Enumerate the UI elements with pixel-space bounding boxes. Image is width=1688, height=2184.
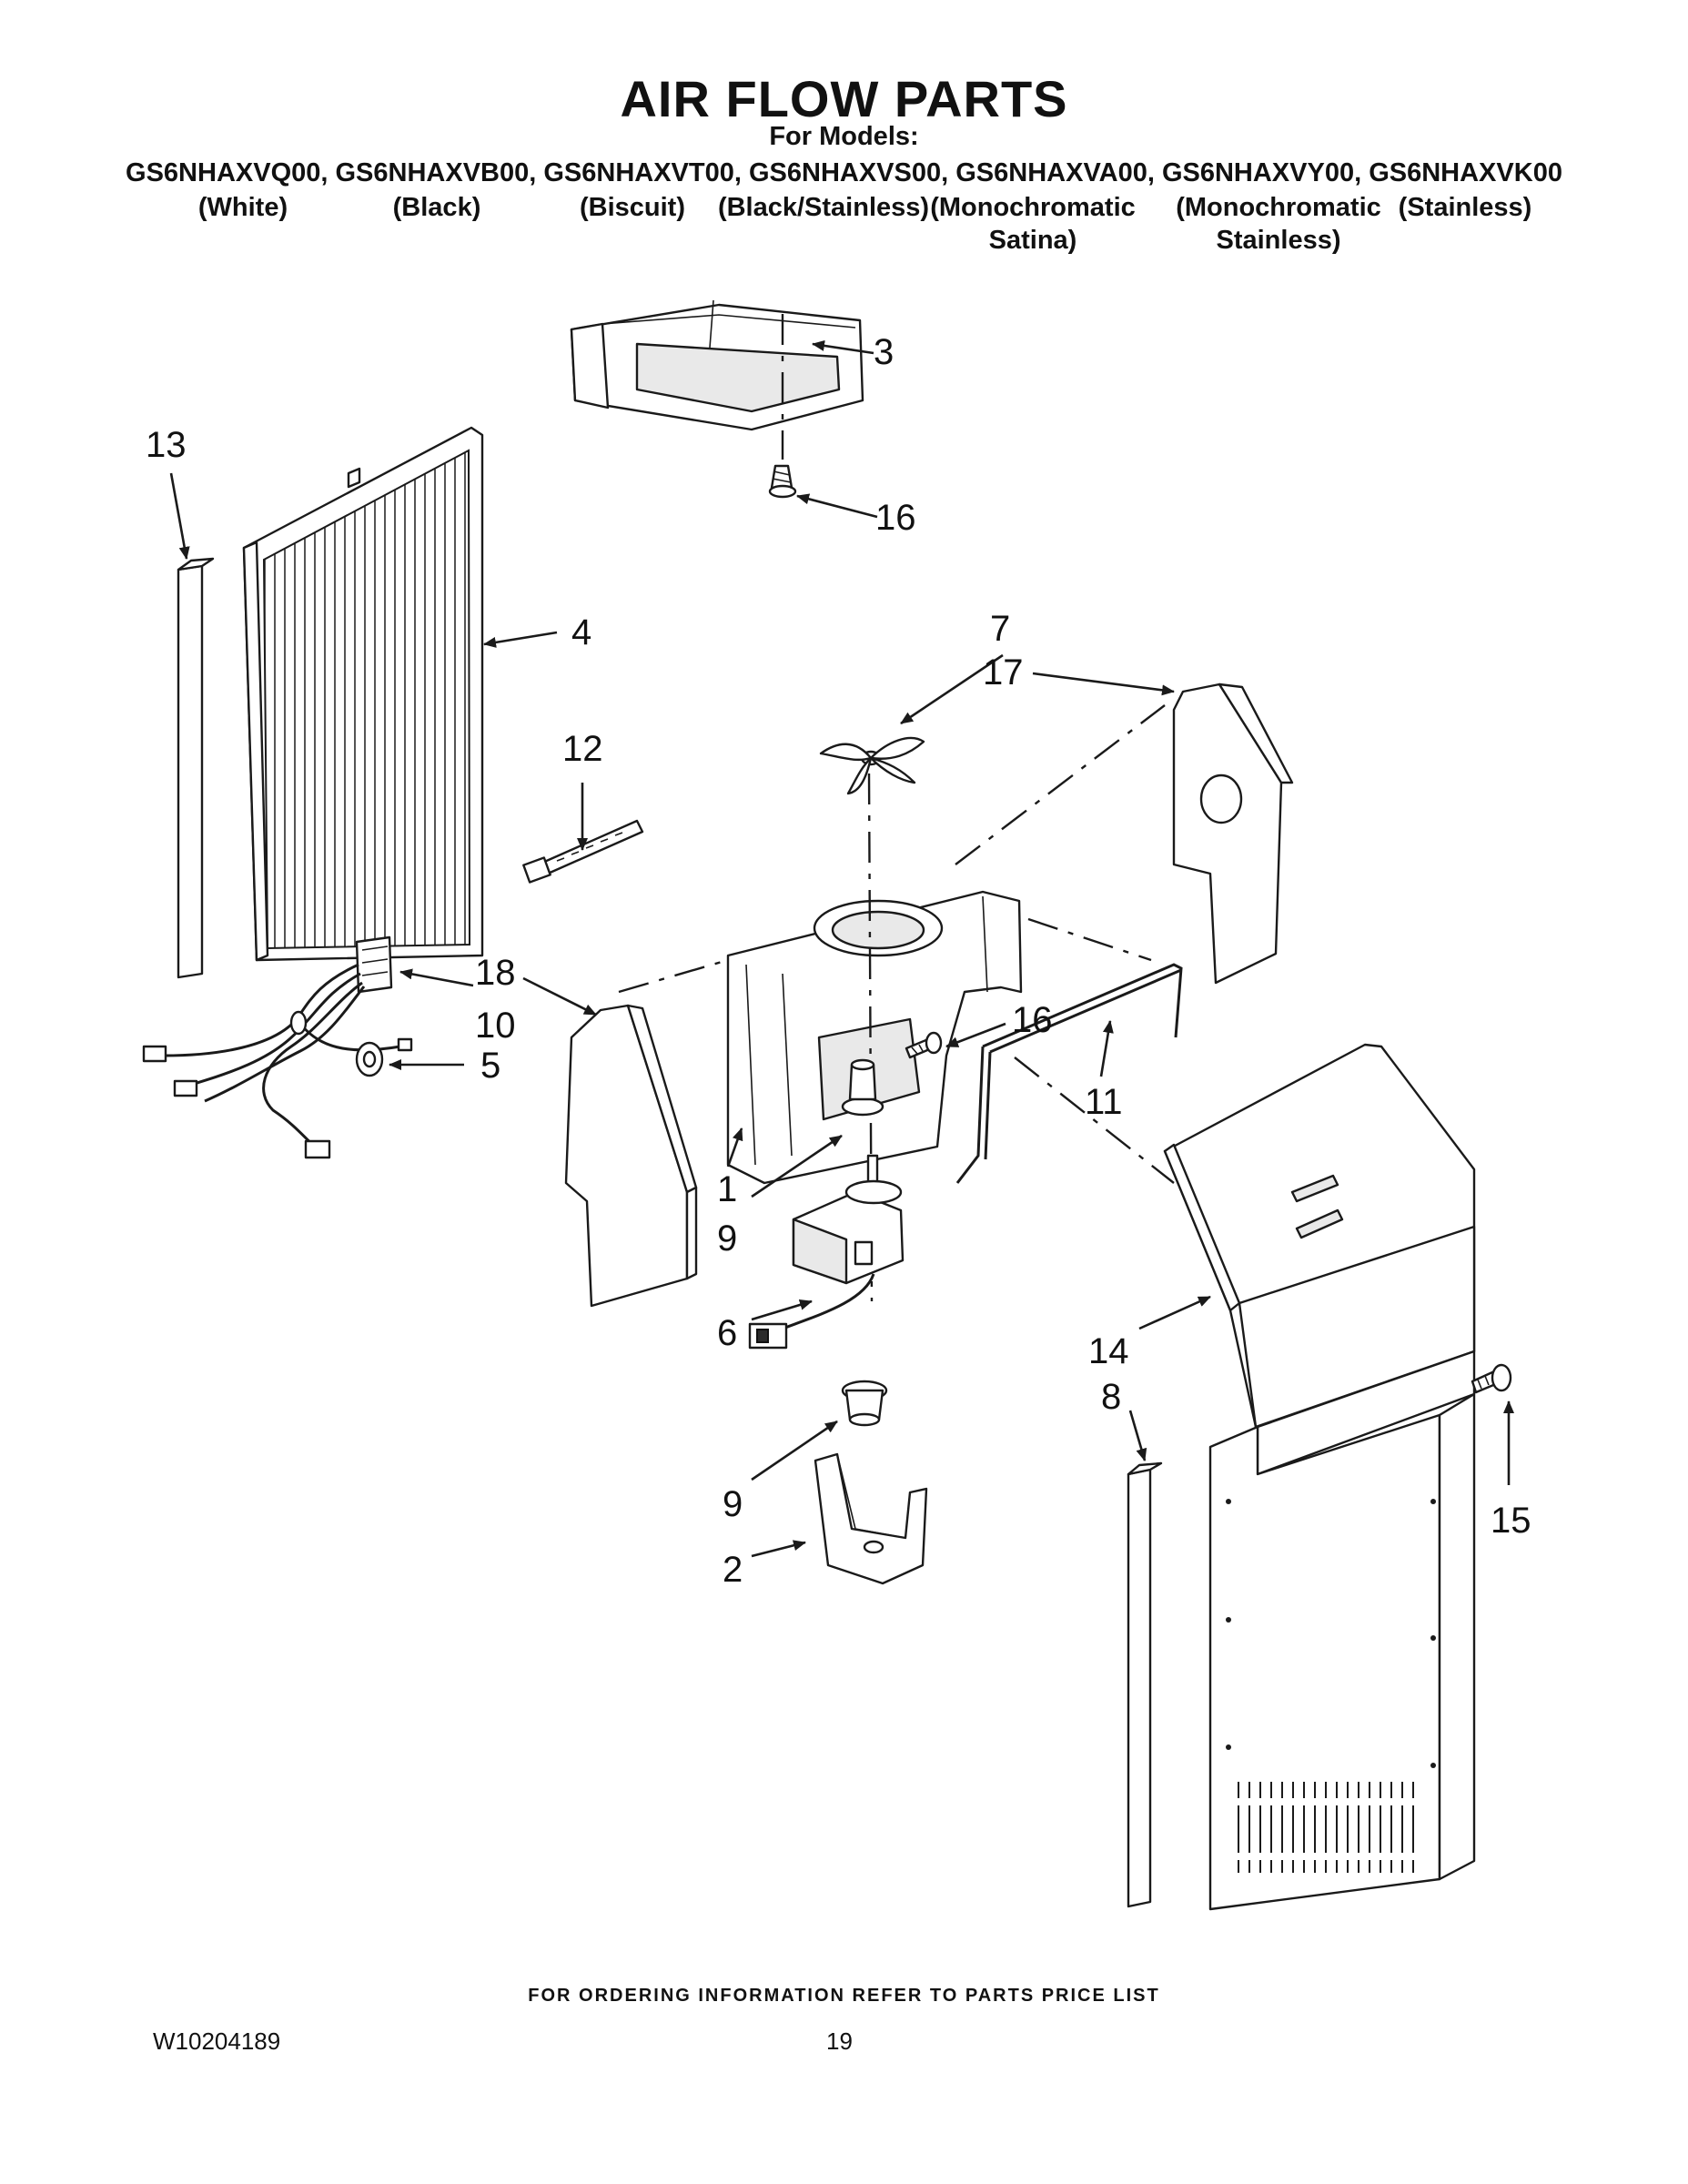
centerline-bracket xyxy=(1027,917,1152,962)
fan-motor-part xyxy=(748,1154,905,1350)
callout-16-mid: 16 xyxy=(1012,1000,1053,1040)
callout-5: 5 xyxy=(480,1046,500,1086)
callout-12: 12 xyxy=(562,729,603,769)
callout-8: 8 xyxy=(1101,1377,1121,1417)
foam-strip-part-8 xyxy=(1127,1461,1163,1908)
variant-line2: Stainless) xyxy=(1216,226,1341,255)
variant-line1: (Monochromatic xyxy=(1176,193,1381,222)
callout-17: 17 xyxy=(983,652,1024,693)
variant-line1: (White) xyxy=(197,193,288,222)
variant-monochromatic-stainless: (Monochromatic Stainless) xyxy=(1176,191,1381,257)
variant-line1: (Black/Stainless) xyxy=(717,193,930,222)
models-subtitle: For Models: xyxy=(769,122,919,151)
motor-grommet-lower-part xyxy=(841,1380,888,1427)
wire-bracket-part xyxy=(955,963,1183,1184)
callout-11: 11 xyxy=(1085,1082,1123,1122)
wire-harness-part xyxy=(142,935,413,1159)
right-diffuser-part xyxy=(1172,682,1294,985)
callout-15: 15 xyxy=(1491,1501,1531,1541)
variant-black: (Black) xyxy=(393,191,481,224)
page-title: AIR FLOW PARTS xyxy=(620,70,1068,127)
left-diffuser-part xyxy=(564,1004,698,1308)
motor-bracket-part xyxy=(814,1452,928,1585)
variant-line1: (Biscuit) xyxy=(580,193,685,222)
callout-9-lower: 9 xyxy=(723,1484,743,1524)
variant-monochromatic-satina: (Monochromatic Satina) xyxy=(930,191,1136,257)
fan-blade-part xyxy=(819,736,925,795)
callout-10: 10 xyxy=(475,1006,516,1046)
page-number: 19 xyxy=(826,2027,853,2055)
back-panel-part xyxy=(1163,1043,1476,1911)
centerline-back-panel xyxy=(1014,1057,1175,1184)
fan-shroud-part xyxy=(726,890,1023,1185)
centerline-motor xyxy=(867,773,874,1302)
callout-3: 3 xyxy=(874,332,894,372)
screw-part-right xyxy=(1471,1363,1512,1394)
ordering-note: FOR ORDERING INFORMATION REFER TO PARTS … xyxy=(528,1986,1160,2006)
screw-part-top xyxy=(768,464,797,499)
centerline-diffuser-right xyxy=(955,704,1166,865)
variant-line1: (Monochromatic xyxy=(930,193,1136,222)
callout-labels: 3 16 13 4 7 17 12 18 10 16 5 11 1 9 6 14… xyxy=(146,332,1531,1590)
motor-grommet-upper-part xyxy=(841,1058,884,1117)
variant-stainless: (Stainless) xyxy=(1399,191,1532,224)
callout-4: 4 xyxy=(571,612,591,652)
model-numbers: GS6NHAXVQ00, GS6NHAXVB00, GS6NHAXVT00, G… xyxy=(126,158,1562,187)
variant-biscuit: (Biscuit) xyxy=(580,191,685,224)
screw-part-mid xyxy=(905,1031,943,1059)
document-number: W10204189 xyxy=(153,2027,281,2055)
callout-1: 1 xyxy=(717,1169,737,1209)
variant-line1: (Stainless) xyxy=(1398,193,1532,222)
grommet-part xyxy=(355,1041,384,1077)
callout-6: 6 xyxy=(717,1313,737,1353)
evaporator-panel-part xyxy=(242,426,484,962)
callout-18: 18 xyxy=(475,953,516,993)
cable-tie-part xyxy=(522,819,644,884)
callout-14: 14 xyxy=(1088,1331,1129,1371)
variant-black-stainless: (Black/Stainless) xyxy=(718,191,929,224)
callout-7: 7 xyxy=(990,609,1010,649)
callout-13: 13 xyxy=(146,425,187,465)
callout-2: 2 xyxy=(723,1550,743,1590)
variant-line2: Satina) xyxy=(988,226,1077,255)
variant-line1: (Black) xyxy=(392,193,481,222)
centerline-diffuser-left xyxy=(618,958,729,994)
callout-16-top: 16 xyxy=(875,498,916,538)
foam-strip-part-13 xyxy=(177,557,215,979)
callout-9-upper: 9 xyxy=(717,1218,737,1259)
variant-white: (White) xyxy=(198,191,288,224)
leader-lines xyxy=(169,339,1514,1558)
air-duct-cover-part xyxy=(570,299,864,431)
